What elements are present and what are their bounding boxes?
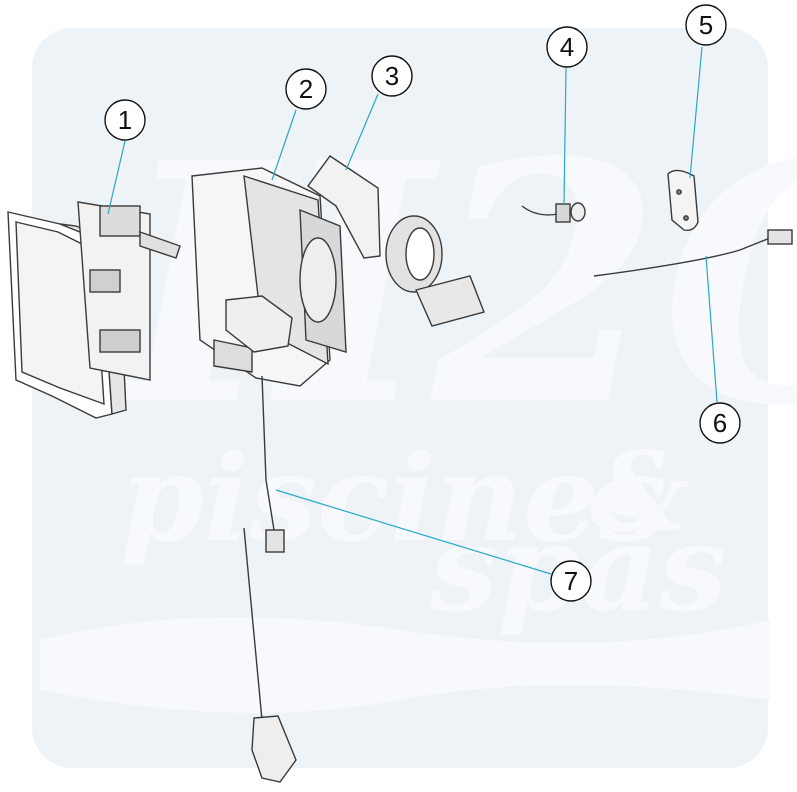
callout-1: 1 [104,99,146,141]
part-power-cord [243,375,297,783]
callout-label: 2 [299,74,313,104]
watermark-word-piscines: piscines [120,428,667,569]
cover-plate-shape [307,155,381,259]
gasket-hole-bottom [683,215,689,221]
housing-gland [213,339,253,373]
callout-circle [550,560,592,602]
leader-line-7 [275,489,552,575]
callouts: 1 2 3 4 5 6 7 [104,4,741,602]
part-probe-cable [593,229,793,277]
leader-line-2 [271,109,297,181]
callout-circle [699,402,741,444]
callout-label: 5 [699,10,713,40]
callout-label: 1 [118,105,132,135]
callout-circle [104,99,146,141]
gasket-plate-shape [667,169,699,232]
watermark-wave [40,617,770,713]
callout-4: 4 [546,26,588,68]
part-connector [521,202,586,223]
watermark-ampersand: & [590,427,689,556]
part-cover-plate [307,155,485,327]
callout-6: 6 [699,402,741,444]
callout-3: 3 [371,55,413,97]
callout-5: 5 [685,4,727,46]
board-relay [99,205,141,237]
callout-circle [285,68,327,110]
callout-circle [685,4,727,46]
power-cord-lower [243,527,263,721]
callout-2: 2 [285,68,327,110]
front-cover-inner [15,221,105,406]
callout-circle [546,26,588,68]
valve-block [415,275,485,327]
leader-line-3 [345,93,379,171]
part-control-board [7,201,181,419]
leader-lines [107,46,718,575]
power-cord-upper [261,375,275,531]
probe-cable-plug [767,229,793,245]
leader-line-1 [107,140,126,215]
power-cord-gland [265,529,285,553]
leader-line-5 [689,46,703,179]
probe-cable-wire [593,237,771,277]
callout-label: 4 [560,32,574,62]
power-plug [251,715,297,783]
connector-body [555,203,571,223]
housing-fan-hub [299,237,337,323]
callout-circle [371,55,413,97]
part-main-housing [191,167,347,387]
fan-wheel-bore [405,227,435,281]
leader-line-6 [705,255,718,403]
callout-label: 6 [713,408,727,438]
part-gasket-plate [667,169,699,232]
connector-ring [570,202,586,222]
watermark: H2O piscines & spas [32,28,797,768]
board-terminal [99,329,141,353]
board-chip [89,269,121,293]
callout-label: 7 [564,566,578,596]
callout-7: 7 [550,560,592,602]
board-bracket [139,231,181,259]
gasket-hole-top [676,189,682,195]
leader-line-4 [563,67,567,205]
callout-label: 3 [385,61,399,91]
housing-bracket [225,295,293,353]
